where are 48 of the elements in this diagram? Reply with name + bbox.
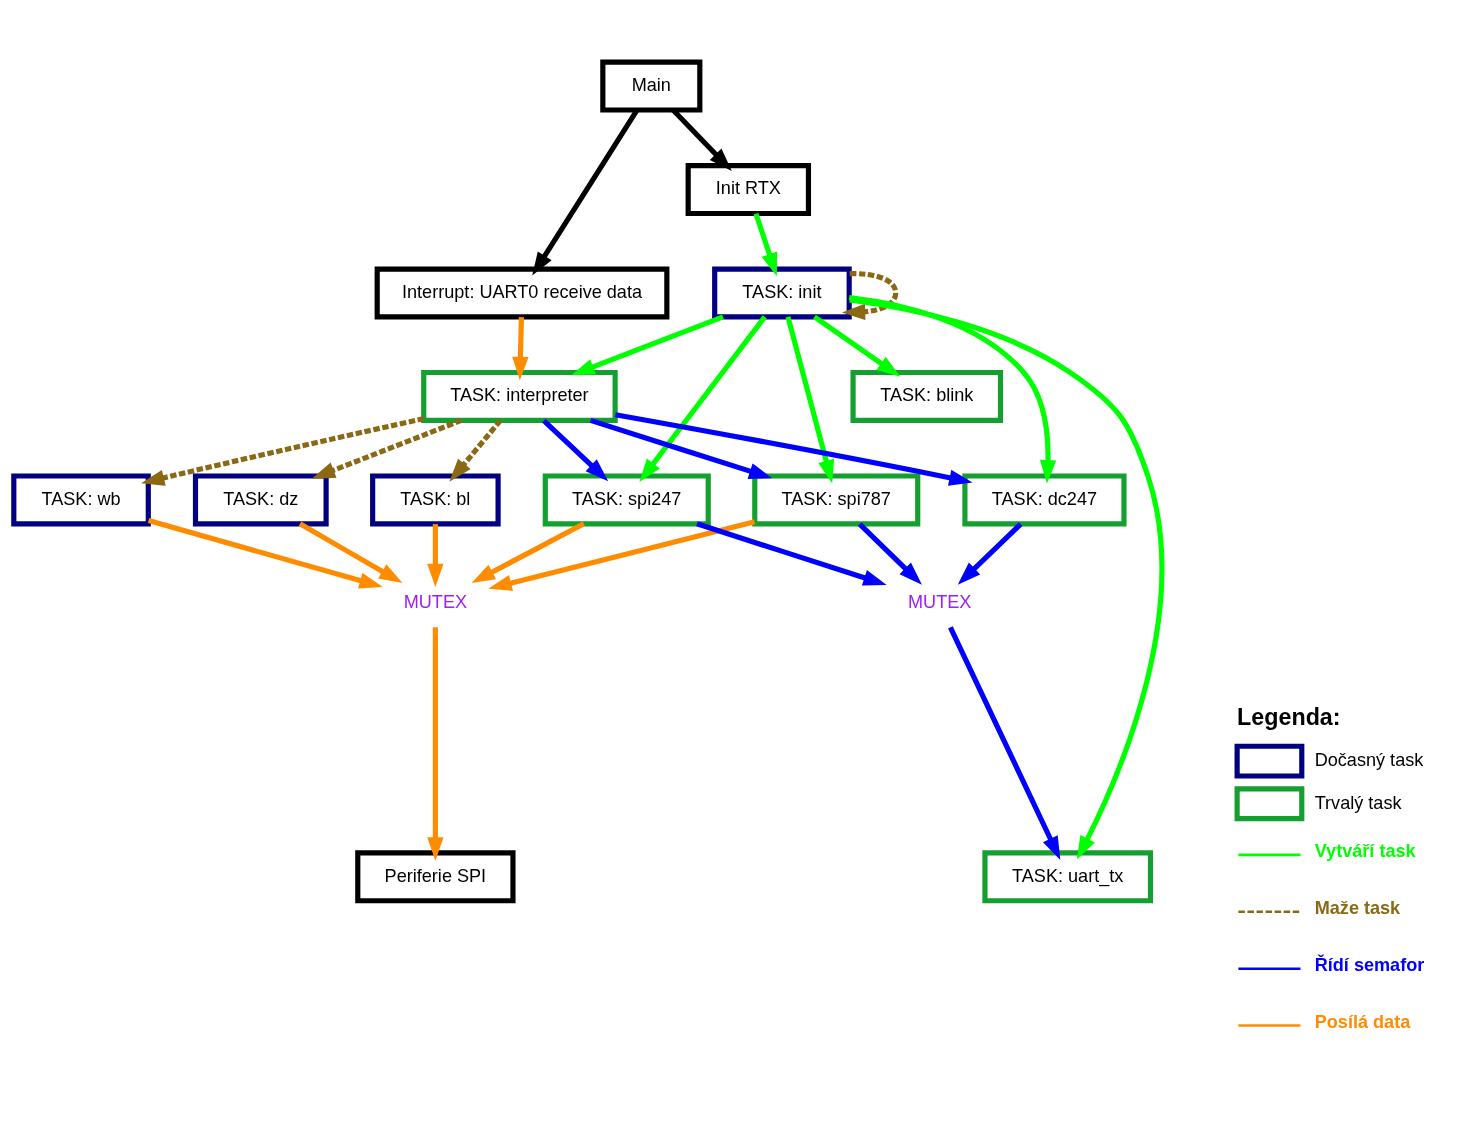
arrow — [785, 316, 835, 484]
arrow — [812, 314, 901, 377]
node-box: TASK: bl — [370, 473, 501, 527]
arrow — [141, 416, 425, 486]
node-text: MUTEX — [908, 592, 972, 613]
arrow — [311, 417, 463, 479]
legend-label: Dočasný task — [1314, 749, 1424, 770]
arrow — [849, 297, 1165, 860]
node-box: TASK: blink — [850, 369, 1004, 423]
legend-label: Řídí semafor — [1314, 954, 1425, 975]
node-box: TASK: spi787 — [752, 473, 921, 527]
node-box: TASK: wb — [11, 473, 151, 527]
arrow — [449, 418, 503, 482]
node-box: Periferie SPI — [355, 850, 516, 904]
label: Legenda: — [1237, 703, 1341, 730]
legend-label: Vytváří task — [1314, 841, 1416, 862]
arrow — [841, 271, 899, 321]
legend-label: Trvalý task — [1314, 792, 1402, 813]
legend-label: Posílá data — [1314, 1011, 1411, 1032]
arrow — [753, 212, 778, 277]
node-box: Main — [600, 59, 703, 113]
node-box: TASK: dc247 — [962, 473, 1127, 527]
arrow — [542, 418, 609, 482]
node-box: TASK: spi247 — [542, 473, 711, 527]
arrow — [571, 314, 724, 376]
arrow — [615, 412, 973, 486]
arrow — [589, 417, 773, 479]
arrow — [488, 519, 756, 591]
node-box: TASK: dz — [192, 473, 329, 527]
node-box: TASK: interpreter — [421, 369, 618, 423]
arrow — [427, 627, 444, 861]
node-box: TASK: uart_tx — [982, 850, 1154, 904]
arrow — [147, 517, 383, 589]
arrow — [948, 626, 1061, 860]
arrow — [427, 524, 444, 588]
node-box: Init RTX — [685, 163, 812, 217]
arrow — [848, 295, 1057, 484]
arrow — [298, 521, 403, 584]
arrow — [512, 317, 529, 381]
node-box: Interrupt: UART0 receive data — [374, 266, 670, 320]
arrow — [471, 521, 585, 583]
node-text: MUTEX — [403, 592, 468, 613]
arrow — [639, 315, 767, 483]
node-box: TASK: init — [712, 266, 852, 320]
arrow — [957, 522, 1023, 585]
arrow — [696, 521, 887, 586]
legend-label: Maže task — [1314, 897, 1401, 918]
arrow — [857, 522, 922, 585]
